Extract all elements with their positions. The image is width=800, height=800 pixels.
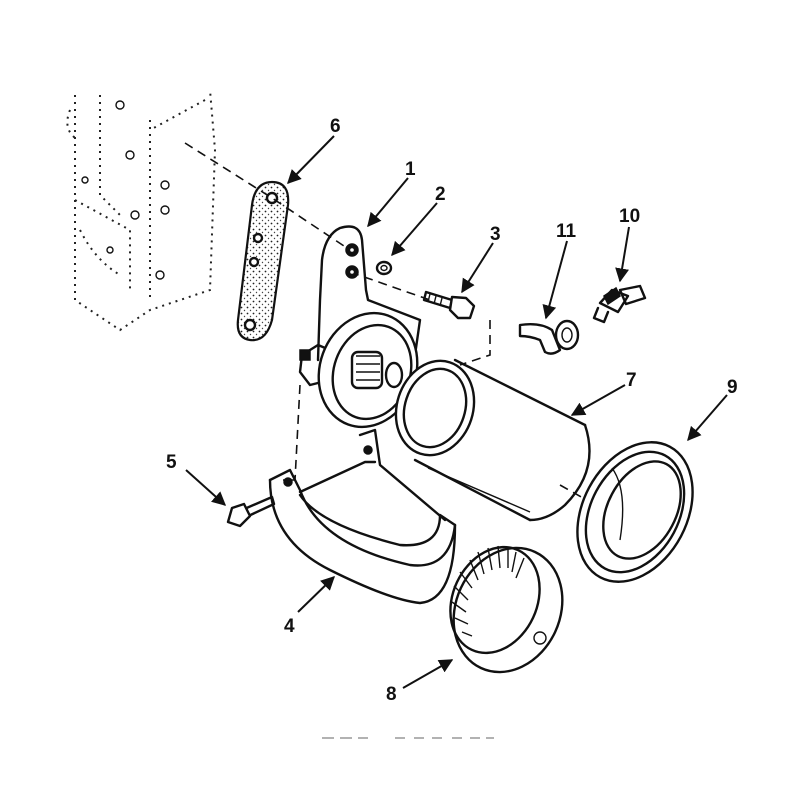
callout-3: 3 [490, 224, 501, 245]
callout-10: 10 [619, 206, 640, 227]
callout-11: 11 [556, 221, 577, 242]
part-2-washer [375, 260, 393, 276]
leader-lines [185, 135, 728, 689]
callout-8: 8 [386, 684, 397, 705]
part-8-cover-cap [449, 545, 564, 674]
part-5-cap-screw [226, 495, 276, 528]
part-9-seal-ring [576, 441, 694, 583]
callout-6: 6 [330, 116, 341, 137]
callout-labels: 6 1 2 3 11 10 7 9 5 4 8 [166, 116, 738, 705]
callout-9: 9 [727, 377, 738, 398]
engine-block [66, 89, 217, 332]
callout-4: 4 [284, 616, 295, 637]
part-10-sensor-fitting [592, 284, 647, 324]
callout-2: 2 [435, 184, 446, 205]
part-4-cradle [268, 428, 457, 605]
part-11-elbow-fitting [518, 319, 580, 355]
callout-1: 1 [405, 159, 416, 180]
part-1-mounting-bracket [316, 225, 422, 402]
callout-7: 7 [626, 370, 637, 391]
part-6-bracket-plate [236, 180, 290, 342]
part-7-filter-element [394, 358, 591, 522]
callout-5: 5 [166, 452, 177, 473]
part-3-bolt [422, 290, 476, 320]
